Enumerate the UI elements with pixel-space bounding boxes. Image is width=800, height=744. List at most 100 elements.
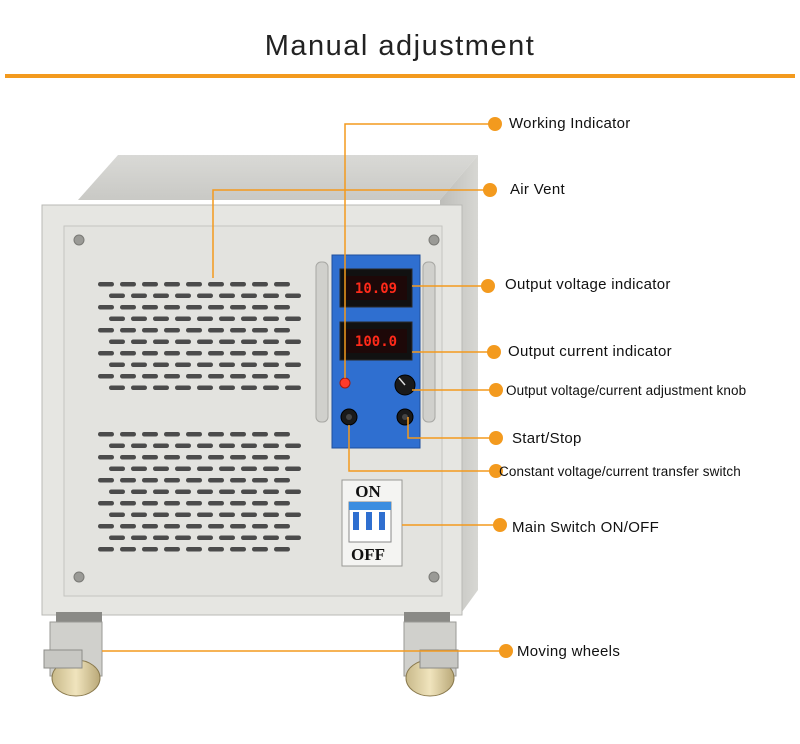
vent-slot	[252, 455, 268, 460]
vent-slot	[252, 374, 268, 379]
switch-on-label: ON	[355, 482, 381, 501]
vent-slot	[230, 501, 246, 506]
vent-slot	[142, 432, 158, 437]
vent-slot	[274, 524, 290, 529]
vent-slot	[109, 489, 125, 494]
vent-slot	[120, 478, 136, 483]
vent-slot	[230, 351, 246, 356]
vent-slot	[153, 466, 169, 471]
vent-slot	[197, 362, 213, 367]
caster-left	[43, 612, 103, 697]
vent-slot	[131, 339, 147, 344]
vent-slot	[263, 362, 279, 367]
vent-slot	[186, 524, 202, 529]
vent-slot	[153, 489, 169, 494]
vent-slot	[164, 351, 180, 356]
vent-slot	[131, 362, 147, 367]
vent-slot	[153, 443, 169, 448]
vent-slot	[208, 478, 224, 483]
vent-slot	[175, 293, 191, 298]
vent-slot	[241, 466, 257, 471]
vent-slot	[241, 339, 257, 344]
callout-air-vent: Air Vent	[510, 181, 565, 198]
vent-slot	[274, 547, 290, 552]
vent-slot	[252, 478, 268, 483]
vent-slot	[98, 432, 114, 437]
vent-slot	[274, 282, 290, 287]
vent-slot	[197, 466, 213, 471]
vent-slot	[252, 305, 268, 310]
vent-slot	[175, 385, 191, 390]
vent-slot	[230, 455, 246, 460]
vent-slot	[98, 524, 114, 529]
vent-slot	[142, 374, 158, 379]
callout-main-switch: Main Switch ON/OFF	[512, 519, 660, 536]
vent-slot	[186, 455, 202, 460]
vent-slot	[109, 535, 125, 540]
vent-slot	[98, 501, 114, 506]
current-readout: 100.0	[355, 334, 397, 350]
vent-slot	[285, 362, 301, 367]
callout-working-indicator: Working Indicator	[509, 115, 631, 132]
vent-slot	[263, 535, 279, 540]
vent-slot	[164, 282, 180, 287]
air-vent-slots	[98, 282, 301, 552]
vent-slot	[285, 443, 301, 448]
vent-slot	[109, 293, 125, 298]
vent-slot	[219, 385, 235, 390]
vent-slot	[186, 328, 202, 333]
vent-slot	[164, 305, 180, 310]
vent-slot	[131, 512, 147, 517]
vent-slot	[120, 282, 136, 287]
vent-slot	[120, 305, 136, 310]
vent-slot	[175, 512, 191, 517]
vent-slot	[219, 339, 235, 344]
vent-slot	[131, 385, 147, 390]
leader-dots	[481, 117, 513, 658]
vent-slot	[175, 316, 191, 321]
vent-slot	[219, 489, 235, 494]
vent-slot	[274, 305, 290, 310]
vent-slot	[208, 374, 224, 379]
handle-right	[422, 261, 436, 423]
vent-slot	[175, 489, 191, 494]
vent-slot	[219, 362, 235, 367]
vent-slot	[274, 432, 290, 437]
vent-slot	[263, 385, 279, 390]
vent-slot	[131, 489, 147, 494]
vent-slot	[109, 512, 125, 517]
vent-slot	[131, 535, 147, 540]
vent-slot	[230, 282, 246, 287]
vent-slot	[164, 432, 180, 437]
callout-moving-wheels: Moving wheels	[517, 643, 621, 660]
vent-slot	[175, 535, 191, 540]
vent-slot	[164, 374, 180, 379]
vent-slot	[230, 328, 246, 333]
vent-slot	[219, 512, 235, 517]
vent-slot	[219, 535, 235, 540]
vent-slot	[142, 455, 158, 460]
vent-slot	[208, 351, 224, 356]
vent-slot	[241, 362, 257, 367]
callout-output-current-indicator: Output current indicator	[508, 343, 672, 360]
vent-slot	[241, 316, 257, 321]
callout-start-stop: Start/Stop	[512, 430, 582, 447]
vent-slot	[153, 362, 169, 367]
leader-start-stop	[407, 417, 496, 439]
vent-slot	[153, 512, 169, 517]
vent-slot	[98, 351, 114, 356]
cabinet-top	[78, 155, 478, 200]
vent-slot	[175, 362, 191, 367]
vent-slot	[285, 512, 301, 517]
vent-slot	[98, 328, 114, 333]
vent-slot	[153, 293, 169, 298]
screw-icon	[73, 234, 440, 583]
vent-slot	[109, 466, 125, 471]
vent-slot	[241, 385, 257, 390]
vent-slot	[285, 466, 301, 471]
vent-slot	[197, 535, 213, 540]
vent-slot	[153, 385, 169, 390]
vent-slot	[120, 501, 136, 506]
vent-slot	[219, 466, 235, 471]
